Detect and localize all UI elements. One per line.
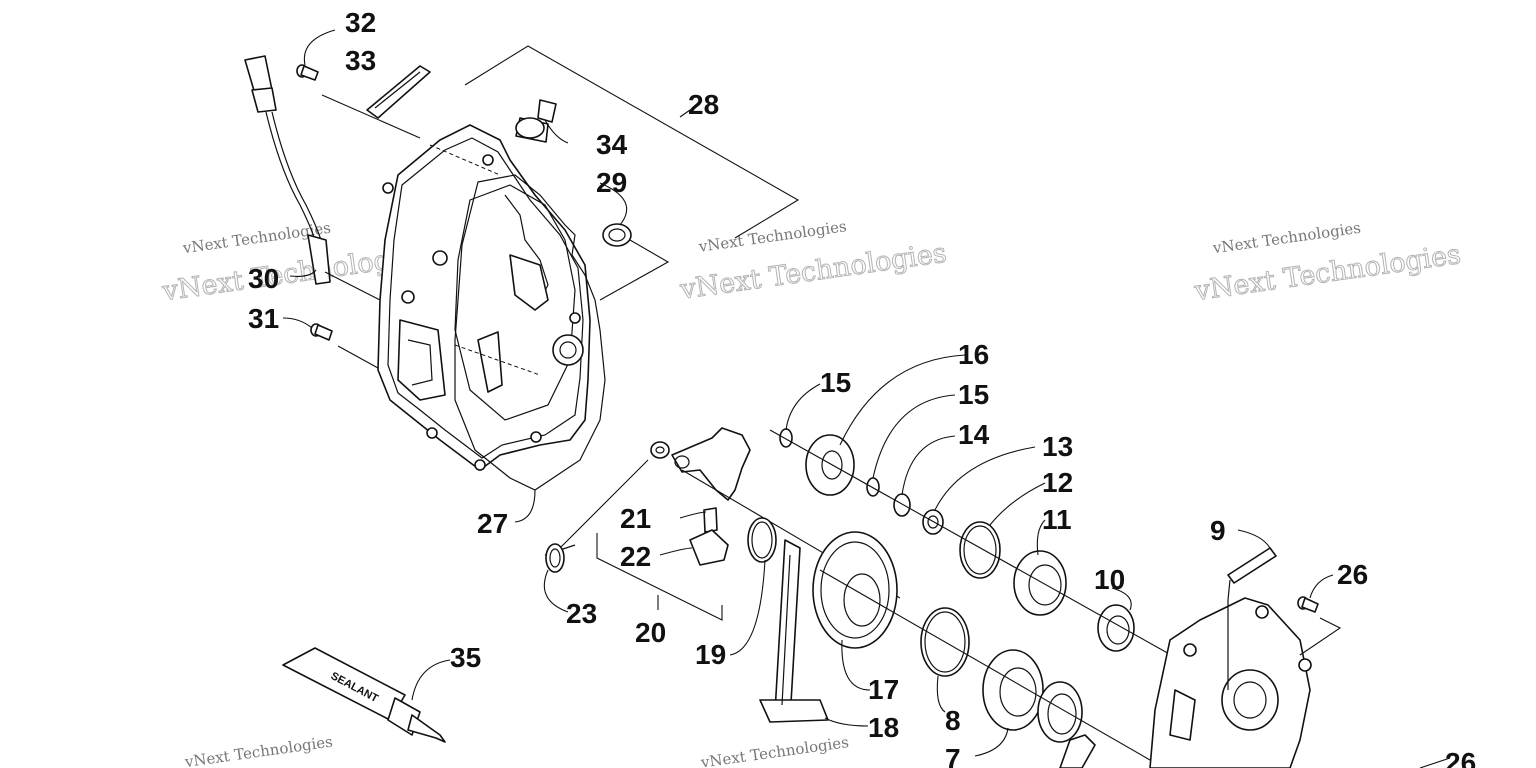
callout-18: 18: [868, 712, 899, 743]
fill-cap: [515, 99, 557, 143]
bearing: [982, 649, 1044, 731]
retaining-ring: [779, 428, 793, 448]
callout-20: 20: [635, 617, 666, 648]
sight-glass: [366, 65, 431, 119]
bracket-part: [1059, 734, 1096, 768]
callout-23: 23: [566, 598, 597, 629]
callout-28: 28: [688, 89, 719, 120]
callout-26: 26: [1445, 747, 1476, 768]
watermark-small-text: vNext Technologies: [697, 217, 848, 256]
callout-17: 17: [868, 674, 899, 705]
callout-11: 11: [1042, 504, 1072, 535]
callout-29: 29: [596, 167, 627, 198]
screw: [1297, 596, 1319, 613]
callout-16: 16: [958, 339, 989, 370]
callout-27: 27: [477, 508, 508, 539]
seal: [602, 223, 632, 247]
dowel-pin: [703, 507, 718, 533]
callout-32: 32: [345, 7, 376, 38]
slider-pad: [689, 529, 729, 566]
cover-gasket: [454, 174, 606, 491]
callout-33: 33: [345, 45, 376, 76]
watermark-small-text: vNext Technologies: [183, 733, 334, 768]
callout-9: 9: [1210, 515, 1226, 546]
callout-12: 12: [1042, 467, 1073, 498]
callout-8: 8: [945, 705, 961, 736]
callout-35: 35: [450, 642, 481, 673]
callout-13: 13: [1042, 431, 1073, 462]
callout-31: 31: [248, 303, 279, 334]
callout-21: 21: [620, 503, 651, 534]
seal: [1097, 604, 1135, 652]
callout-34: 34: [596, 129, 628, 160]
small-sprocket: [805, 434, 855, 496]
breather-tube: [1227, 547, 1277, 690]
watermark-bottom-left: vNext Technologies: [183, 733, 334, 768]
watermark-small-text: vNext Technologies: [1211, 219, 1362, 258]
sealant-tube: SEALANT: [282, 647, 446, 743]
snap-ring: [959, 521, 1001, 579]
tensioner-arm: [650, 427, 751, 501]
chaincase-housing: [1149, 597, 1312, 768]
bearing: [1013, 550, 1067, 616]
callout-15: 15: [958, 379, 989, 410]
callout-30: 30: [248, 263, 279, 294]
chaincase-cover: [377, 124, 591, 471]
watermark-top-center: vNext Technologies vNext Technologies: [677, 217, 949, 306]
screw: [296, 64, 319, 81]
callout-10: 10: [1094, 564, 1125, 595]
callout-19: 19: [695, 639, 726, 670]
callout-22: 22: [620, 541, 651, 572]
screw: [310, 323, 333, 341]
watermark-small-text: vNext Technologies: [699, 733, 850, 768]
seal: [1037, 681, 1083, 743]
watermark-top-right: vNext Technologies vNext Technologies: [1191, 219, 1463, 308]
callout-26: 26: [1337, 559, 1368, 590]
speed-sensor: [244, 55, 331, 285]
torsion-spring: [544, 543, 576, 573]
callout-15: 15: [820, 367, 851, 398]
callout-14: 14: [958, 419, 990, 450]
washer: [893, 493, 911, 517]
retaining-ring: [866, 477, 880, 497]
watermark-bottom-center: vNext Technologies: [699, 733, 850, 768]
snap-ring: [747, 517, 777, 563]
callout-7: 7: [945, 743, 961, 768]
drive-chain: [759, 539, 829, 723]
